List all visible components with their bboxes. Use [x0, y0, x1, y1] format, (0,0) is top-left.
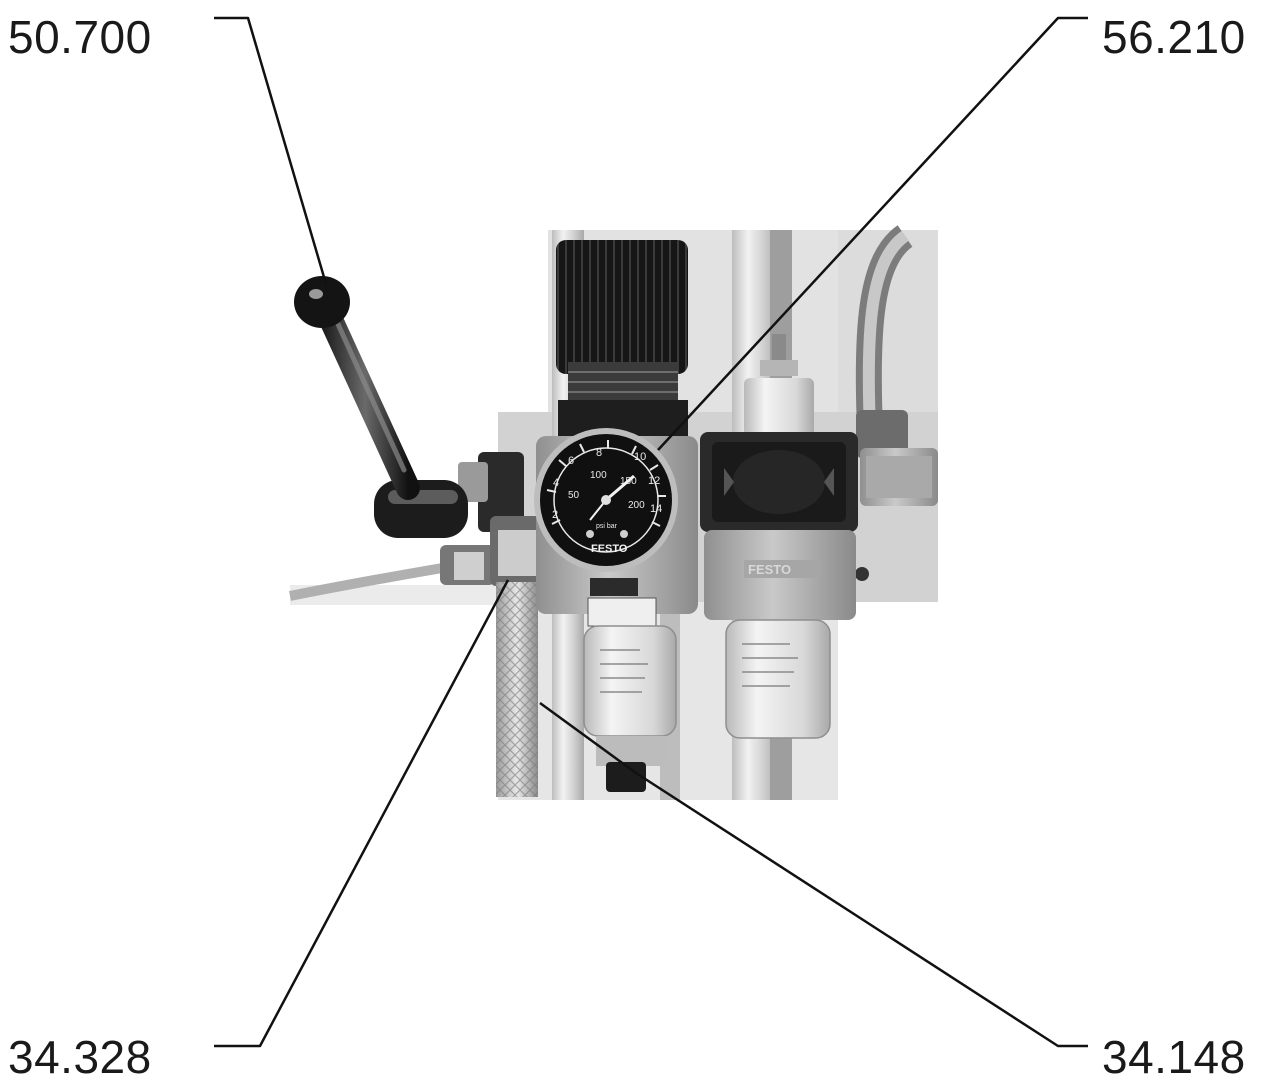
drain-valve	[606, 762, 646, 792]
right-coupling	[856, 410, 908, 458]
filter-regulator: 2 4 6 8 10 12 14 50 100 150 200 psi bar …	[534, 240, 698, 792]
filter-bowl	[583, 625, 677, 737]
gauge-mark-6: 6	[568, 455, 574, 467]
gauge-mark-100: 100	[590, 470, 607, 481]
callout-label-bottom-right: 34.148	[1102, 1031, 1246, 1083]
gauge-brand: FESTO	[591, 543, 628, 555]
valve-lever	[294, 276, 524, 538]
lubricator: FESTO	[700, 334, 858, 739]
leader-lines	[214, 16, 1088, 1048]
regulator-knob	[556, 240, 688, 374]
leader-line-50700	[214, 16, 328, 285]
callout-label-top-left: 50.700	[8, 11, 152, 63]
gauge-mark-50: 50	[568, 490, 580, 501]
leader-line-56210	[657, 16, 1088, 451]
callout-label-bottom-left: 34.328	[8, 1031, 152, 1083]
gauge-mark-12: 12	[648, 475, 660, 487]
gauge-mark-14: 14	[650, 503, 662, 515]
callout-label-top-right: 56.210	[1102, 11, 1246, 63]
lubricator-brand: FESTO	[748, 562, 791, 577]
gauge-units: psi bar	[596, 523, 618, 530]
leader-line-34148-upper	[539, 701, 637, 775]
gauge-mark-2: 2	[552, 509, 558, 521]
gauge-mark-4: 4	[553, 477, 559, 489]
braided-hose	[490, 516, 544, 797]
gauge-mark-10: 10	[634, 451, 646, 463]
gauge-mark-200: 200	[628, 500, 645, 511]
leader-line-34328	[214, 579, 510, 1048]
leader-line-34148-lower	[635, 771, 1088, 1048]
product-photo: 2 4 6 8 10 12 14 50 100 150 200 psi bar …	[289, 225, 938, 800]
gauge-mark-8: 8	[596, 447, 602, 459]
